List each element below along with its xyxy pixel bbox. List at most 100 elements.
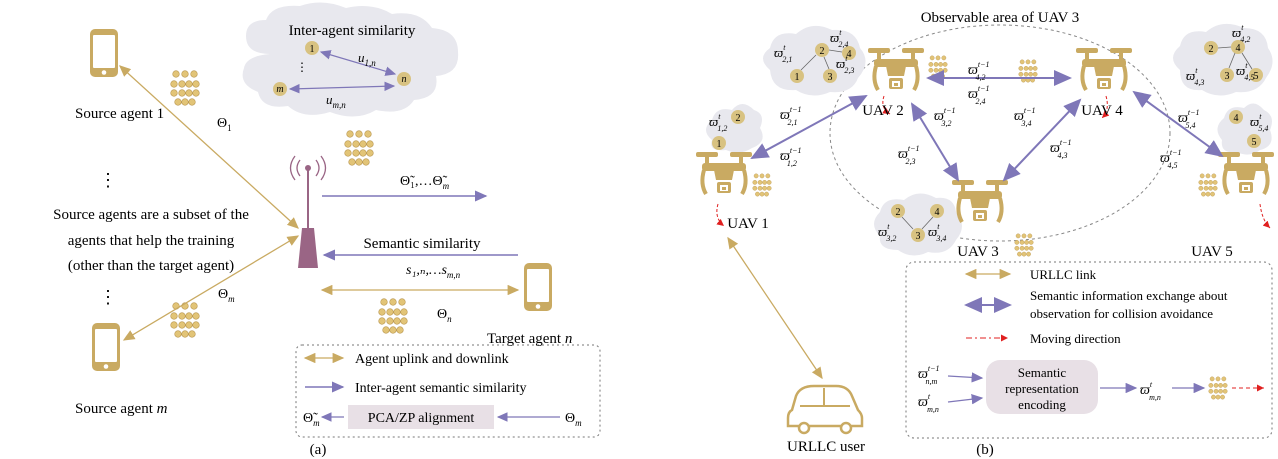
uav2-drone-icon: [866, 46, 926, 92]
uav4-drone-icon: [1074, 46, 1134, 92]
car-icon: [786, 384, 864, 435]
theta-1-label: Θ1: [217, 116, 232, 133]
uav2-node-1: [790, 69, 804, 83]
u-1n-label: u1,n: [358, 50, 376, 68]
theta-m-label: Θm: [218, 287, 235, 304]
theta-tilde-list: Θ̃₁,…Θ̃m: [400, 174, 450, 191]
uav3-edge-34: [921, 216, 934, 230]
uav3-node-4-label: 4: [935, 207, 940, 218]
panel-a-caption: (a): [310, 442, 327, 458]
uav3-node-4: [930, 204, 944, 218]
uav5-node-5: [1247, 134, 1261, 148]
uav4-edge-43: [1228, 52, 1236, 69]
uav3-node-2-label: 2: [896, 207, 901, 218]
legend-semantic-line1: Semantic information exchange about: [1030, 288, 1228, 303]
uav1-node-2: [731, 110, 745, 124]
uav5-nn-icon: [1198, 173, 1218, 197]
uav1-node-2-label: 2: [736, 113, 741, 124]
uav5-label: UAV 5: [1191, 244, 1233, 260]
legend-encoding-box: [986, 360, 1098, 414]
uav5-moving-direction: [1259, 203, 1271, 229]
uav1-nn-icon: [752, 173, 772, 197]
nn-model-icon-n: [378, 298, 408, 334]
uav1-node-1-label: 1: [717, 139, 722, 150]
legend-moving-label: Moving direction: [1030, 331, 1121, 346]
uav3-drone-icon: [950, 178, 1010, 224]
uav3-label: UAV 3: [957, 244, 999, 260]
uav1-moving-direction: [716, 203, 725, 227]
uav4-edge-42: [1217, 46, 1232, 49]
uav2-edge-24: [828, 49, 843, 53]
legend-align-label: PCA/ZP alignment: [368, 411, 475, 426]
uav5-node-4: [1229, 110, 1243, 124]
source-agent-m-phone-icon: [92, 323, 120, 371]
uav2-node-1-label: 1: [795, 72, 800, 83]
base-station-icon: [289, 155, 327, 268]
uav4-node-3-label: 3: [1225, 71, 1230, 82]
uav4-node-5-label: 5: [1254, 71, 1259, 82]
legend-encoding-line1: Semantic: [1018, 365, 1067, 380]
uav4-node-2: [1204, 41, 1218, 55]
panel-b-legend-box: [905, 261, 1273, 439]
legend-encoding-in-arrow-1: [947, 372, 984, 383]
inter-agent-cloud: [242, 2, 459, 117]
u-mn-label: um,n: [326, 92, 346, 110]
cloud-node-n-label: n: [402, 74, 407, 85]
source-agent-m-label: Source agent m: [75, 401, 168, 417]
uav3-edge-32: [901, 216, 914, 230]
nn-model-icon-aggregated: [344, 130, 374, 166]
uav2-node-4-label: 4: [847, 49, 852, 60]
uav1-drone-icon: [694, 150, 754, 196]
semantic-similarity-label: Semantic similarity: [363, 236, 481, 252]
uav3-node-3-label: 3: [916, 231, 921, 242]
legend-align-box: [348, 405, 494, 429]
uplink-agent1-arrow: [119, 65, 299, 229]
cloud-node-n: [397, 72, 411, 86]
observable-area-label: Observable area of UAV 3: [921, 10, 1080, 26]
legend-semantic-line2: observation for collision avoidance: [1030, 306, 1213, 321]
uav2-node-2: [815, 43, 829, 57]
link-uav2-uav3: [910, 102, 960, 182]
subset-note-line3: (other than the target agent): [68, 258, 234, 274]
uav2-node-4: [842, 46, 856, 60]
uav2-edge-21: [800, 54, 817, 71]
nn-model-icon-1: [170, 70, 200, 106]
panel-b-caption: (b): [976, 442, 994, 458]
uav3-node-2: [891, 204, 905, 218]
uav4-node-4: [1231, 40, 1245, 54]
target-agent-label: Target agent n: [487, 331, 572, 347]
uav4-node-3: [1220, 68, 1234, 82]
cloud-node-1-label: 1: [310, 44, 315, 55]
uav2-node-3: [823, 69, 837, 83]
legend-encoding-line3: encoding: [1018, 397, 1066, 412]
subset-note-line2: agents that help the training: [68, 233, 235, 249]
uav5-drone-icon: [1216, 150, 1276, 196]
urllc-link-arrow: [727, 236, 823, 380]
legend-semantic-label: Inter-agent semantic similarity: [355, 381, 527, 396]
u-1n-arrow: [319, 50, 397, 76]
uav2-edge-23: [823, 56, 830, 70]
cloud-node-m-label: m: [276, 84, 283, 95]
uplink-agentm-arrow: [122, 235, 300, 341]
uav4-edge-45: [1241, 52, 1253, 70]
uav4-node-2-label: 2: [1209, 44, 1214, 55]
target-agent-phone-icon: [524, 263, 552, 311]
link-uav1-uav2: [750, 95, 868, 159]
